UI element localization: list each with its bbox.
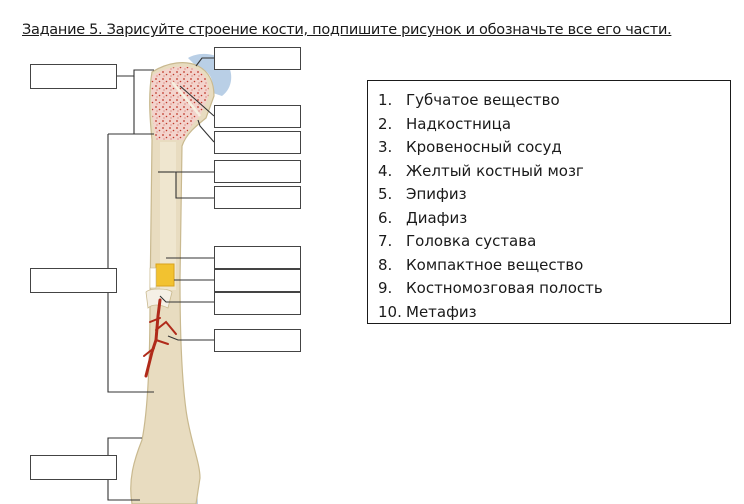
legend-box: 1.Губчатое вещество 2.Надкостница 3.Кров… bbox=[367, 80, 731, 324]
spongy-bone-head bbox=[151, 66, 209, 140]
label-box-right-6[interactable] bbox=[214, 246, 301, 269]
legend-item: 7.Головка сустава bbox=[378, 232, 537, 250]
legend-item: 3.Кровеносный сосуд bbox=[378, 138, 562, 156]
label-box-right-4[interactable] bbox=[214, 160, 301, 183]
label-box-right-8[interactable] bbox=[214, 292, 301, 315]
label-box-right-9[interactable] bbox=[214, 329, 301, 352]
periosteum-section bbox=[145, 288, 173, 309]
yellow-marrow bbox=[155, 263, 175, 287]
medullary-cavity bbox=[160, 142, 176, 290]
label-box-middle-left[interactable] bbox=[30, 268, 117, 293]
legend-item: 4.Желтый костный мозг bbox=[378, 161, 584, 180]
legend-item: 1.Губчатое вещество bbox=[378, 91, 560, 109]
label-box-right-7[interactable] bbox=[214, 269, 301, 292]
label-box-bottom-left[interactable] bbox=[30, 455, 117, 480]
label-box-right-3[interactable] bbox=[214, 131, 301, 154]
legend-item: 9.Костномозговая полость bbox=[378, 279, 603, 297]
legend-item: 6.Диафиз bbox=[378, 208, 468, 227]
blood-vessel-branch bbox=[143, 317, 177, 357]
legend-item: 5.Эпифиз bbox=[378, 185, 467, 203]
legend-item: 8.Компактное вещество bbox=[378, 255, 584, 274]
task-title: Задание 5. Зарисуйте строение кости, под… bbox=[22, 22, 672, 38]
leader-lines bbox=[107, 57, 215, 501]
label-box-right-5[interactable] bbox=[214, 186, 301, 209]
label-box-right-1[interactable] bbox=[214, 47, 301, 70]
legend-item: 2.Надкостница bbox=[378, 114, 512, 133]
legend-item: 10.Метафиз bbox=[378, 302, 477, 321]
label-box-right-2[interactable] bbox=[214, 105, 301, 128]
bone-wall-cut bbox=[149, 267, 157, 289]
label-box-top-left[interactable] bbox=[30, 64, 117, 89]
epiphyseal-line bbox=[171, 81, 201, 117]
